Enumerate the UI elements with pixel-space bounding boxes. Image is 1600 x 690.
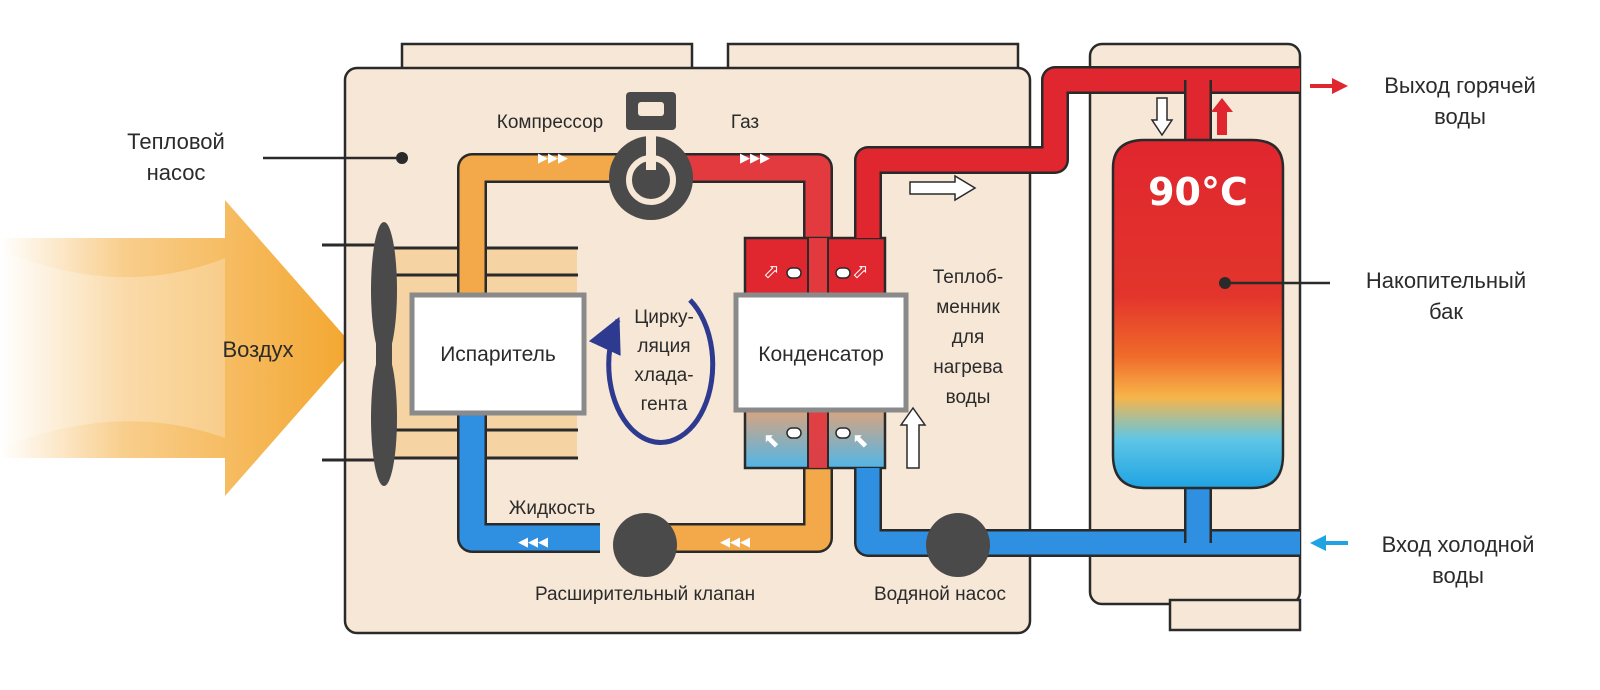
- air-label: Воздух: [222, 337, 293, 362]
- hot-water-out-arrow: [1310, 78, 1348, 94]
- svg-text:▶▶▶: ▶▶▶: [740, 151, 770, 166]
- circulation-label-line3: хлада-: [634, 365, 693, 386]
- valve-icon: [613, 513, 677, 577]
- compressor-label: Компрессор: [497, 112, 603, 133]
- compressor-icon: [609, 92, 693, 220]
- circulation-label-line1: Цирку-: [634, 307, 694, 328]
- water-circuit: [854, 66, 1300, 557]
- heat-exchanger-label-line2: менник: [936, 297, 1000, 318]
- svg-text:◀◀◀: ◀◀◀: [518, 535, 548, 550]
- heat-exchanger-label-line5: воды: [946, 387, 991, 408]
- heat-pump-label-line1: Тепловой: [127, 129, 225, 154]
- hot-water-out-label-line2: воды: [1434, 104, 1486, 129]
- circular-arrow-icon: [588, 298, 716, 445]
- cold-water-in-label-line1: Вход холодной: [1382, 532, 1535, 557]
- circulation-label-line2: ляция: [637, 336, 690, 357]
- svg-text:⬀: ⬀: [852, 259, 869, 283]
- svg-text:⬉: ⬉: [763, 428, 780, 452]
- water-pump-label: Водяной насос: [874, 584, 1006, 605]
- gas-label: Газ: [731, 112, 759, 133]
- storage-tank-label-line2: бак: [1429, 299, 1463, 324]
- cold-water-in-arrow: [1310, 535, 1348, 551]
- storage-tank-callout: [1219, 277, 1330, 289]
- storage-tank-label-line1: Накопительный: [1366, 268, 1526, 293]
- svg-text:▶▶▶: ▶▶▶: [538, 151, 568, 166]
- tank-temperature: 90°C: [1148, 170, 1248, 214]
- expansion-valve-label: Расширительный клапан: [535, 584, 755, 605]
- heat-pump-callout: [263, 152, 408, 164]
- cold-water-in-label-line2: воды: [1432, 563, 1484, 588]
- evaporator-box: [409, 292, 587, 416]
- pump-icon: [926, 513, 990, 577]
- svg-text:⬉: ⬉: [852, 428, 869, 452]
- hot-water-out-label-line1: Выход горячей: [1384, 73, 1536, 98]
- svg-text:⬀: ⬀: [763, 259, 780, 283]
- svg-text:◀◀◀: ◀◀◀: [720, 535, 750, 550]
- heat-exchanger-label-line4: нагрева: [933, 357, 1003, 378]
- condenser-heat-exchanger: ⬀ ⬀ ⬉ ⬉: [733, 236, 909, 470]
- evaporator-label: Испаритель: [440, 343, 556, 366]
- condenser-label: Конденсатор: [758, 343, 884, 366]
- heat-exchanger-label-line3: для: [952, 327, 984, 348]
- fan-icon: [371, 222, 397, 486]
- heat-pump-label-line2: насос: [147, 160, 206, 185]
- heat-exchanger-label-line1: Теплоб-: [933, 267, 1003, 288]
- storage-tank: [1111, 138, 1285, 490]
- liquid-label: Жидкость: [509, 498, 596, 519]
- air-flow: [0, 200, 355, 496]
- circulation-label-line4: гента: [641, 394, 688, 415]
